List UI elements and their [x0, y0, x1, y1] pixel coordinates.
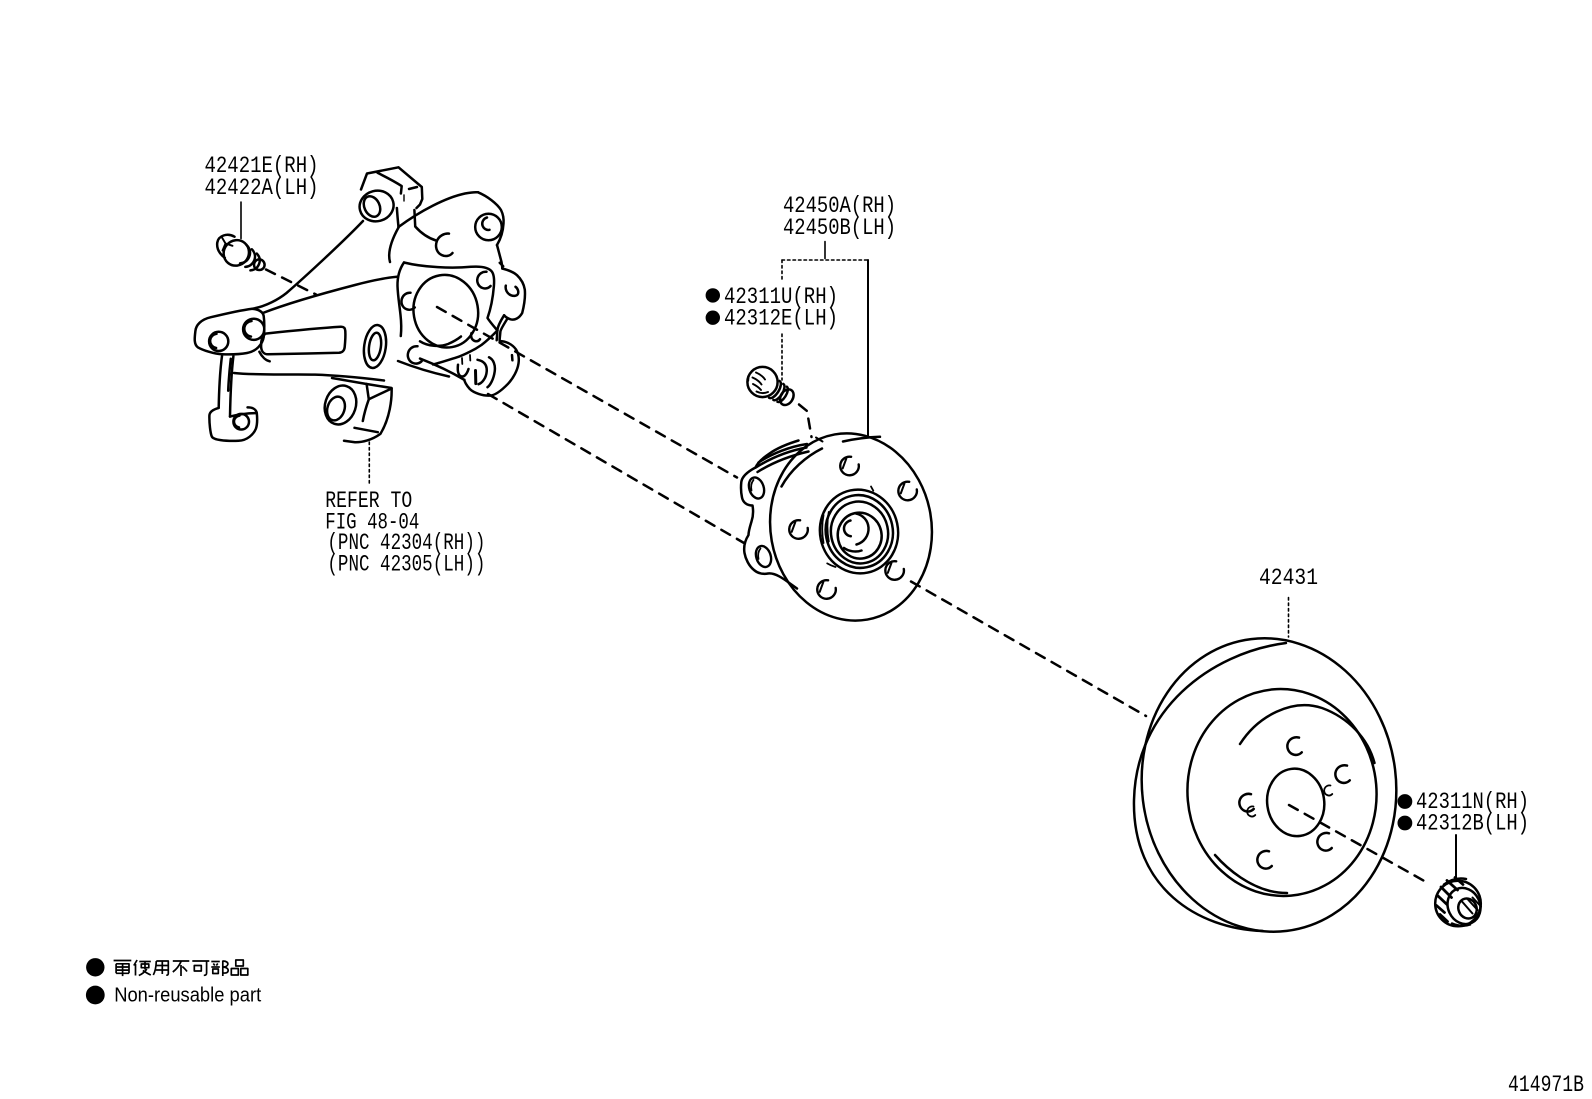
svg-text:42431: 42431	[1259, 565, 1318, 591]
svg-text:42421E(RH): 42421E(RH)	[205, 153, 319, 179]
svg-text:42311N(RH): 42311N(RH)	[1416, 789, 1529, 815]
svg-text:414971B: 414971B	[1508, 1072, 1584, 1098]
svg-text:42312E(LH): 42312E(LH)	[724, 306, 838, 332]
svg-text:42450A(RH): 42450A(RH)	[783, 193, 896, 219]
svg-text:42422A(LH): 42422A(LH)	[205, 175, 319, 201]
svg-text:REFER TO: REFER TO	[325, 488, 412, 514]
svg-text:(PNC 42304(RH)): (PNC 42304(RH))	[327, 530, 485, 556]
svg-text:FIG 48-04: FIG 48-04	[325, 510, 419, 536]
svg-text:42450B(LH): 42450B(LH)	[783, 215, 896, 241]
svg-text:Non-reusable part: Non-reusable part	[114, 985, 261, 1007]
svg-text:42312B(LH): 42312B(LH)	[1416, 811, 1529, 837]
svg-text:42311U(RH): 42311U(RH)	[724, 284, 838, 310]
svg-text:(PNC 42305(LH)): (PNC 42305(LH))	[327, 552, 485, 578]
